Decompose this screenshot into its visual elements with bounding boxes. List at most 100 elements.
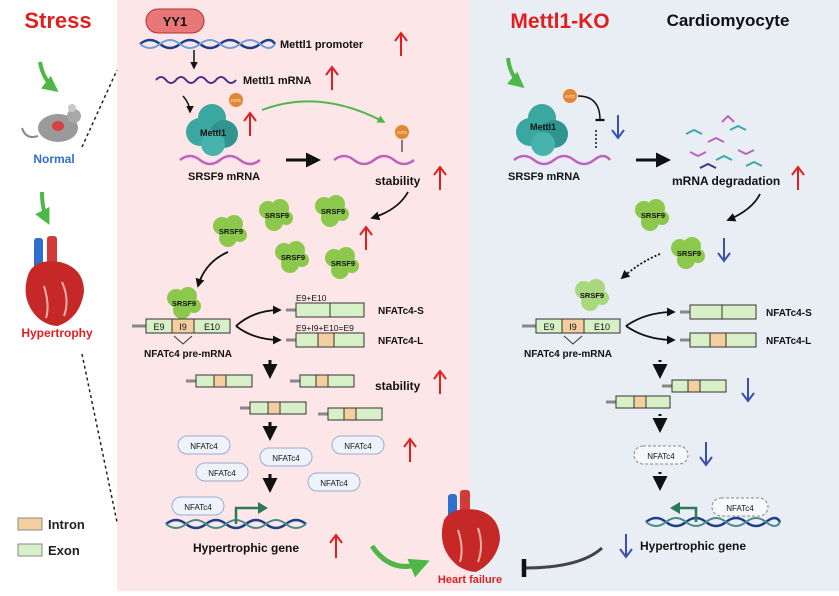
srsf9-label: SRSF9	[641, 211, 665, 220]
ko-panel-bg	[469, 0, 839, 591]
up-arrow	[394, 31, 408, 56]
mrna-strand	[155, 76, 237, 84]
zoom-line	[81, 353, 118, 523]
nfatc4-protein-reduced	[633, 445, 689, 465]
nfatc4-s-label: NFATc4-S	[766, 308, 812, 319]
mettl1-promoter-label: Mettl1 promoter	[280, 39, 364, 51]
mettl1-label: Mettl1	[200, 128, 226, 138]
degraded-mrna-fragments	[685, 114, 763, 169]
transcription-start	[676, 506, 698, 522]
retained-intron	[317, 332, 335, 348]
normal-label: Normal	[33, 152, 74, 166]
down-arrow	[699, 442, 713, 467]
srsf9-mrna-label: SRSF9 mRNA	[188, 171, 260, 183]
nfatc4-protein-group	[171, 435, 385, 516]
m7g-label: m7G	[565, 94, 575, 99]
srsf9-cluster	[213, 195, 359, 279]
srsf9-label: SRSF9	[321, 207, 345, 216]
srsf9-label: SRSF9	[331, 259, 355, 268]
nfatc4-label: NFATc4	[272, 454, 300, 463]
nfatc4-label: NFATc4	[344, 442, 372, 451]
nfatc4-label: NFATc4	[184, 503, 212, 512]
intron-legend-label: Intron	[48, 517, 85, 532]
failing-heart-icon	[441, 490, 500, 572]
nfatc4-l-label: NFATc4-L	[766, 336, 811, 347]
nfatc4-label: NFATc4	[320, 479, 348, 488]
mettl1-protein	[186, 104, 238, 156]
stress-title: Stress	[24, 8, 91, 33]
green-arrow	[38, 61, 59, 92]
up-arrow	[359, 225, 373, 250]
srsf9-label: SRSF9	[580, 291, 604, 300]
black-arrow	[182, 95, 194, 114]
i9-label: I9	[569, 322, 577, 332]
zoom-line	[81, 69, 118, 148]
mettl1-mrna-label: Mettl1 mRNA	[243, 75, 312, 87]
up-arrow	[325, 65, 339, 90]
srsf9-mrna-strand	[513, 154, 611, 166]
down-arrow	[611, 115, 625, 140]
srsf9-label: SRSF9	[219, 227, 243, 236]
nfatc4-label: NFATc4	[647, 452, 675, 461]
green-arrow	[506, 57, 525, 89]
srsf9-bound	[167, 287, 201, 319]
nfatc4-label: NFATc4	[208, 469, 236, 478]
srsf9-label: SRSF9	[172, 299, 196, 308]
long-form-composition: E9+I9+E10=E9	[296, 323, 354, 333]
up-arrow	[433, 165, 447, 190]
m7g-cap	[229, 93, 243, 107]
m7g-cap	[395, 125, 409, 139]
ko-title: Mettl1-KO	[510, 10, 609, 33]
dna-helix	[139, 39, 276, 49]
inhibition-arrow	[577, 95, 605, 122]
green-arrow	[369, 544, 430, 578]
srsf9-mrna-label: SRSF9 mRNA	[508, 171, 580, 183]
e10-label: E10	[594, 322, 610, 332]
black-arrow	[726, 193, 761, 222]
green-arrow	[35, 191, 50, 225]
black-arrow	[195, 251, 229, 288]
srsf9-bound-ko	[575, 279, 609, 311]
srsf9-cluster-ko	[635, 199, 705, 269]
green-arrow	[261, 100, 386, 123]
exon-swatch	[17, 543, 43, 557]
up-arrow	[329, 533, 343, 558]
mettl1-protein-ko	[516, 104, 568, 156]
black-arrow	[625, 325, 676, 345]
yy1-label: YY1	[163, 14, 188, 29]
mettl1-label: Mettl1	[530, 122, 556, 132]
nfatc4-l-label: NFATc4-L	[378, 336, 423, 347]
nfatc4-protein-reduced	[711, 497, 769, 517]
stable-transcripts	[186, 374, 383, 421]
cardiomyocyte-label: Cardiomyocyte	[667, 11, 790, 30]
degradation-label: mRNA degradation	[672, 174, 780, 188]
exon-e10	[583, 318, 621, 334]
srsf9-label: SRSF9	[281, 253, 305, 262]
black-arrow	[370, 191, 409, 221]
nfatc4-s-transcript	[689, 304, 757, 320]
splice-chevron	[173, 335, 193, 345]
down-arrow	[619, 534, 633, 559]
e9-label: E9	[153, 322, 164, 332]
retained-intron	[709, 332, 727, 348]
dna-helix	[165, 518, 307, 530]
black-arrow	[625, 307, 676, 327]
dna-helix	[645, 516, 782, 528]
heart-icon	[25, 236, 85, 326]
srsf9-mrna-strand	[179, 154, 261, 166]
srsf9-label: SRSF9	[677, 249, 701, 258]
i9-label: I9	[179, 322, 187, 332]
mouse-icon	[21, 104, 81, 142]
transcription-arrowhead	[258, 502, 268, 514]
nfatc4-s-label: NFATc4-S	[378, 306, 424, 317]
hypertrophy-label: Hypertrophy	[21, 326, 93, 340]
m7g-label: m7G	[397, 130, 407, 135]
hypertrophic-gene-label: Hypertrophic gene	[640, 539, 746, 553]
up-arrow	[243, 111, 257, 136]
e10-label: E10	[204, 322, 220, 332]
down-arrow	[741, 378, 755, 403]
yy1-badge	[145, 8, 205, 34]
dna-helix	[139, 38, 277, 50]
